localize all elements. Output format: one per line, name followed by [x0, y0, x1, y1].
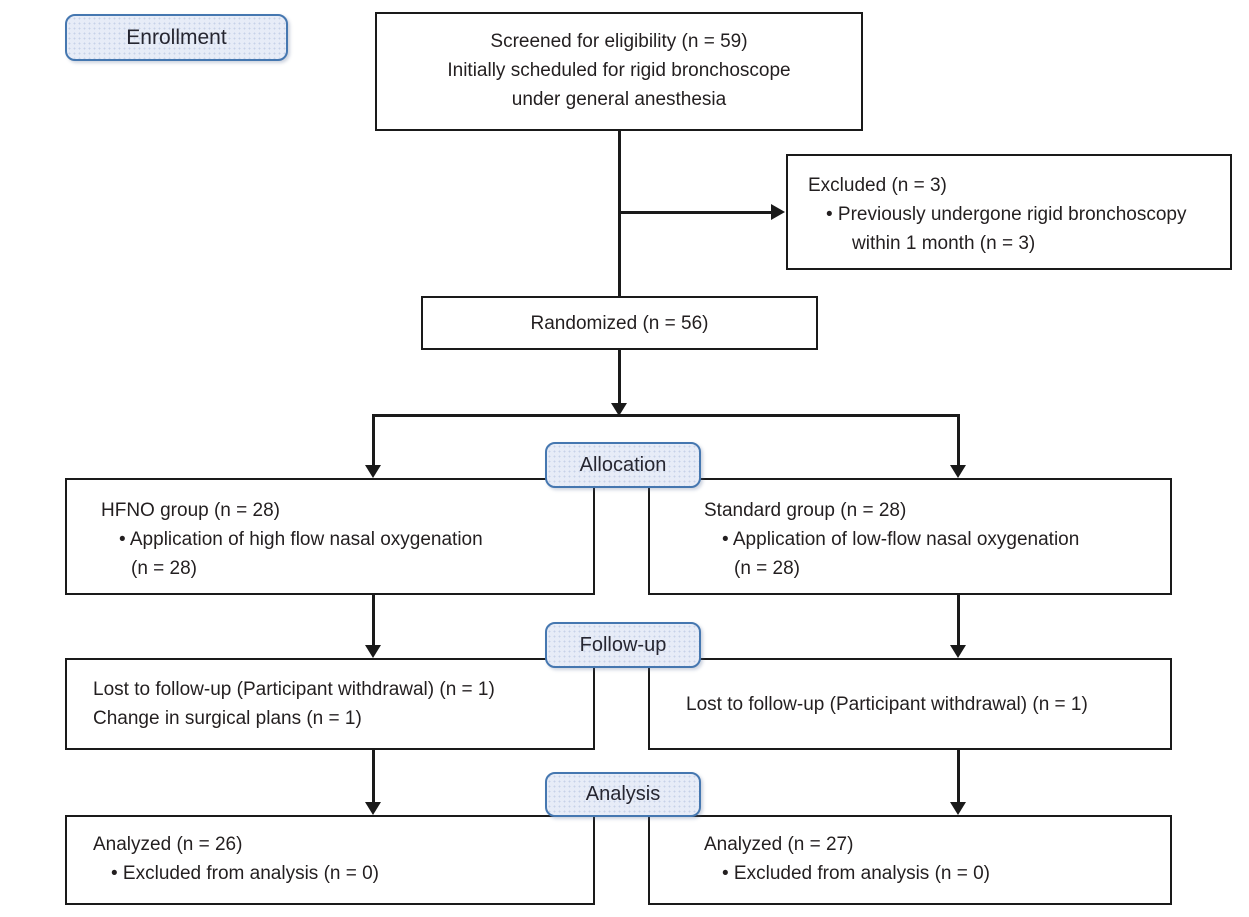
badge-follow-up: Follow-up	[545, 622, 701, 668]
screened-line-1: Screened for eligibility (n = 59)	[490, 31, 748, 52]
arrow-right-icon	[771, 204, 785, 220]
standard-continuation: (n = 28)	[734, 558, 801, 579]
analysis-left-bullet: • Excluded from analysis (n = 0)	[111, 863, 380, 884]
box-randomized: Randomized (n = 56)	[421, 296, 818, 350]
box-followup-right: Lost to follow-up (Participant withdrawa…	[648, 658, 1172, 750]
box-excluded: Excluded (n = 3) • Previously undergone …	[786, 154, 1232, 270]
allocation-label: Allocation	[579, 453, 667, 476]
arrow-down-icon	[611, 403, 627, 416]
analysis-label: Analysis	[585, 783, 661, 805]
box-hfno-group: HFNO group (n = 28) • Application of hig…	[65, 478, 595, 595]
connector-split-to-hfno	[372, 414, 375, 466]
analysis-right-title: Analyzed (n = 27)	[704, 834, 854, 855]
badge-enrollment: Enrollment	[65, 14, 288, 61]
excluded-bullet: • Previously undergone rigid bronchoscop…	[826, 204, 1187, 225]
arrow-down-icon	[950, 465, 966, 478]
arrow-down-icon	[950, 802, 966, 815]
box-followup-left: Lost to follow-up (Participant withdrawa…	[65, 658, 595, 750]
allocation-split-line	[372, 414, 960, 417]
box-analysis-right: Analyzed (n = 27) • Excluded from analys…	[648, 815, 1172, 905]
arrow-down-icon	[365, 645, 381, 658]
followup-left-line-2: Change in surgical plans (n = 1)	[93, 708, 362, 729]
box-analysis-left: Analyzed (n = 26) • Excluded from analys…	[65, 815, 595, 905]
connector-followup-to-analysis-left	[372, 750, 375, 803]
follow-up-label: Follow-up	[579, 633, 667, 656]
connector-hfno-to-followup	[372, 595, 375, 646]
standard-title: Standard group (n = 28)	[704, 500, 907, 521]
connector-standard-to-followup	[957, 595, 960, 646]
excluded-title: Excluded (n = 3)	[808, 175, 947, 196]
screened-line-3: under general anesthesia	[511, 89, 727, 110]
box-standard-group: Standard group (n = 28) • Application of…	[648, 478, 1172, 595]
badge-analysis: Analysis	[545, 772, 701, 817]
followup-left-line-1: Lost to follow-up (Participant withdrawa…	[93, 679, 495, 700]
connector-to-excluded	[619, 211, 772, 214]
badge-allocation: Allocation	[545, 442, 701, 488]
arrow-down-icon	[950, 645, 966, 658]
connector-screened-to-randomized	[618, 131, 621, 297]
hfno-bullet: • Application of high flow nasal oxygena…	[119, 529, 483, 550]
standard-bullet: • Application of low-flow nasal oxygenat…	[722, 529, 1080, 550]
connector-randomized-to-split	[618, 350, 621, 404]
hfno-continuation: (n = 28)	[131, 558, 198, 579]
connector-split-to-standard	[957, 414, 960, 466]
arrow-down-icon	[365, 465, 381, 478]
analysis-left-title: Analyzed (n = 26)	[93, 834, 243, 855]
arrow-down-icon	[365, 802, 381, 815]
box-screened: Screened for eligibility (n = 59) Initia…	[375, 12, 863, 131]
connector-followup-to-analysis-right	[957, 750, 960, 803]
randomized-label: Randomized (n = 56)	[530, 312, 709, 334]
followup-right-line-1: Lost to follow-up (Participant withdrawa…	[686, 693, 1088, 715]
enrollment-label: Enrollment	[126, 25, 227, 49]
excluded-continuation: within 1 month (n = 3)	[852, 233, 1036, 254]
analysis-right-bullet: • Excluded from analysis (n = 0)	[722, 863, 991, 884]
screened-line-2: Initially scheduled for rigid bronchosco…	[447, 60, 791, 81]
hfno-title: HFNO group (n = 28)	[101, 500, 280, 521]
